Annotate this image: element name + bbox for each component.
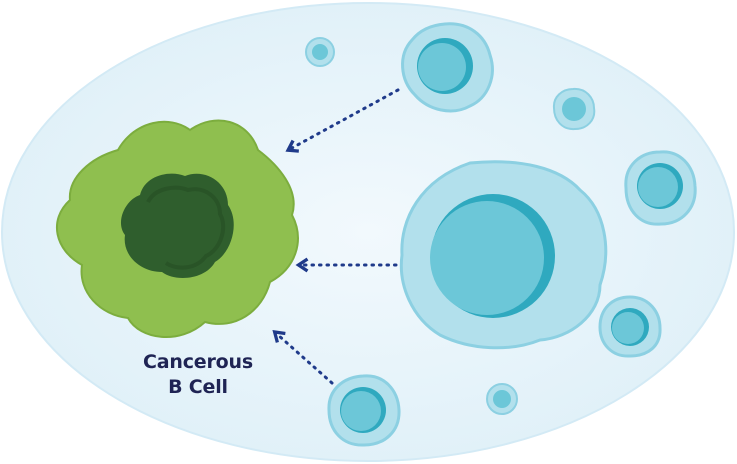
immune-cell-top [401, 22, 494, 113]
dotted-arrow-icon [272, 330, 334, 385]
immune-cell-right [624, 150, 697, 226]
dotted-arrow-icon [285, 88, 400, 153]
label-line-1: Cancerous [143, 351, 253, 373]
immune-cell-small-2 [552, 87, 596, 131]
immune-cell-large [399, 160, 608, 350]
immune-cell-bottom [327, 374, 401, 447]
cancer-cell-icon [55, 119, 299, 338]
immune-cell-lower-right [598, 295, 662, 358]
immune-cell-tiny-1 [305, 37, 335, 67]
label-line-2: B Cell [168, 376, 228, 398]
cancer-cell-label: Cancerous B Cell [118, 350, 278, 400]
immune-cell-tiny-bottom [486, 383, 518, 415]
